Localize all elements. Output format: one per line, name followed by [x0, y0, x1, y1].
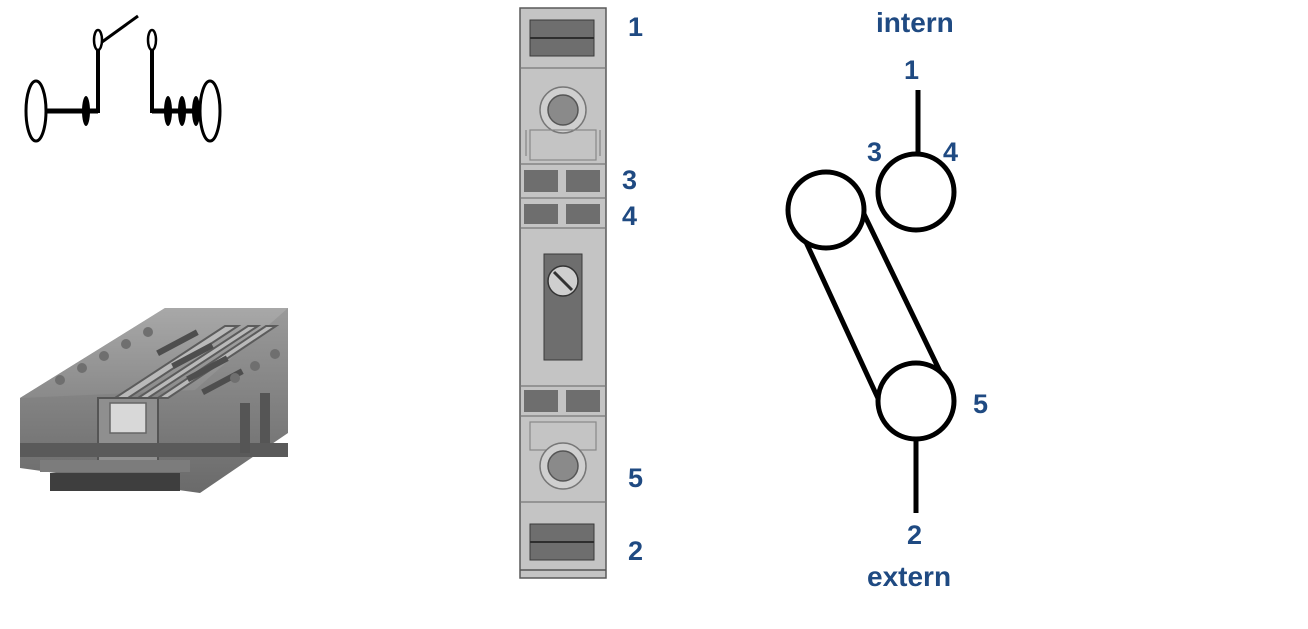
strip-label-3: 3 [622, 165, 638, 195]
strip-label-1: 1 [628, 12, 644, 42]
strip-label-5: 5 [628, 463, 644, 493]
schematic-diagram [770, 0, 1030, 629]
terminal-strip-svg [519, 7, 607, 579]
disconnect-switch-symbol-icon [24, 14, 222, 143]
terminal-block-illustration [20, 308, 288, 493]
strip-label-4: 4 [622, 201, 638, 231]
diagram-label-extern: extern [867, 561, 952, 592]
link-line-right [859, 208, 951, 390]
contact-circle-movable [785, 169, 867, 251]
diagram-label-5: 5 [973, 389, 989, 419]
diagram-label-4: 4 [943, 137, 959, 167]
diagram-label-1: 1 [904, 55, 920, 85]
terminal-block-photo [20, 308, 288, 498]
diagram-label-3: 3 [867, 137, 883, 167]
contact-circle-bottom [875, 360, 957, 442]
terminal-strip-drawing [518, 6, 610, 582]
strip-label-2: 2 [628, 536, 644, 566]
disconnect-switch-symbol [20, 8, 230, 148]
contact-circle-top [875, 151, 957, 233]
diagram-label-2: 2 [907, 520, 923, 550]
link-line-left [802, 238, 891, 422]
diagram-label-intern: intern [876, 7, 954, 38]
schematic-svg [785, 90, 957, 513]
